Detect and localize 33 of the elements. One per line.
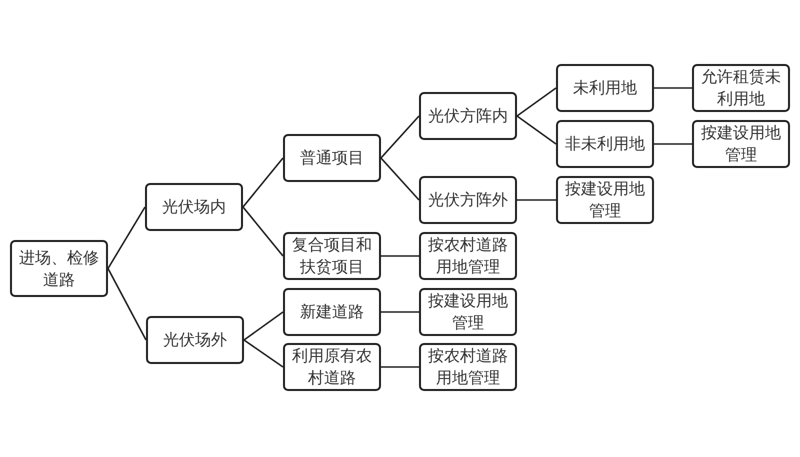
connector-line	[244, 311, 284, 341]
process-box: 光伏方阵外	[419, 176, 517, 224]
process-box: 普通项目	[283, 134, 381, 182]
process-box: 进场、检修道路	[10, 240, 108, 297]
process-box: 光伏方阵内	[419, 92, 517, 140]
connector-line	[654, 87, 692, 89]
process-box: 复合项目和扶贫项目	[283, 232, 381, 280]
process-box: 按农村道路用地管理	[419, 232, 517, 280]
process-box: 按农村道路用地管理	[419, 343, 517, 391]
connector-line	[654, 143, 692, 145]
connector-line	[381, 255, 419, 257]
connector-line	[244, 339, 284, 368]
process-box: 非未利用地	[556, 120, 654, 168]
connector-line	[380, 115, 420, 159]
connector-line	[107, 268, 147, 340]
connector-line	[516, 115, 556, 145]
process-box: 利用原有农村道路	[283, 343, 381, 391]
connector-line	[516, 87, 556, 117]
connector-line	[380, 157, 420, 201]
connector-line	[242, 158, 284, 208]
process-box: 新建道路	[283, 288, 381, 336]
process-box: 光伏场内	[145, 183, 243, 231]
connector-line	[242, 206, 284, 256]
process-box: 按建设用地管理	[556, 176, 654, 224]
process-box: 光伏场外	[146, 316, 244, 364]
connector-line	[107, 206, 146, 269]
connector-line	[381, 366, 419, 368]
process-box: 允许租赁未利用地	[692, 64, 790, 112]
process-box: 按建设用地管理	[419, 288, 517, 336]
connector-line	[381, 311, 419, 313]
process-box: 按建设用地管理	[692, 120, 790, 168]
connector-line	[517, 199, 556, 201]
process-box: 未利用地	[556, 64, 654, 112]
